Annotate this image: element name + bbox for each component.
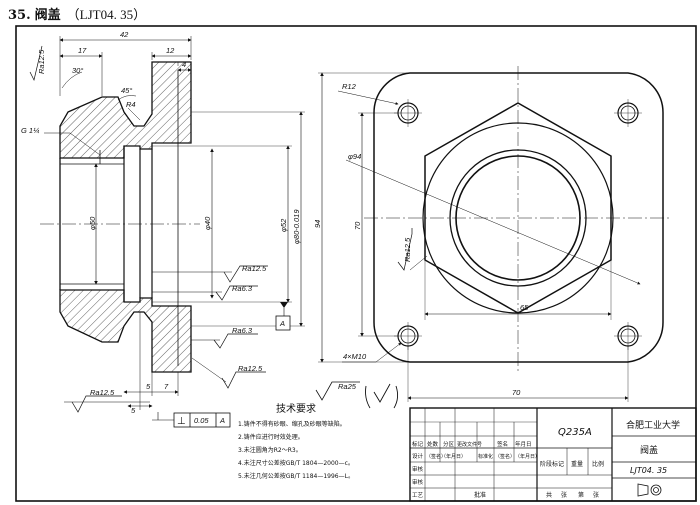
svg-text:Ra25: Ra25 — [338, 382, 357, 391]
roughness-bore-1: Ra12.5 — [152, 264, 268, 283]
end-view: R12 φ94 70 94 65 70 4×M10 Ra12.5 — [313, 66, 672, 402]
roughness-bore-2: Ra6.3 — [152, 284, 258, 301]
roughness-lower-left: Ra12.5 — [64, 388, 150, 413]
dim-dia94: φ94 — [348, 152, 361, 161]
tech-req-item-3: 3.未注圆角为R2～R3。 — [238, 446, 302, 454]
dim-70-horizontal: 70 — [512, 388, 521, 397]
drawing-title: 阀盖 — [34, 8, 61, 23]
drawing-number: LJT04. 35 — [630, 466, 667, 475]
tech-req-item-4: 4.未注尺寸公差按GB/T 1804—2000—c。 — [238, 459, 354, 467]
weight-label: 重量 — [571, 460, 583, 468]
dim-7: 7 — [164, 382, 169, 391]
svg-text:Ra12.5: Ra12.5 — [90, 388, 115, 397]
svg-text:A: A — [219, 416, 225, 425]
row-label-check: 审核 — [412, 465, 424, 473]
svg-text:0.05: 0.05 — [194, 416, 209, 425]
drawing-code: （LJT04. 35） — [66, 7, 147, 22]
head-cell-2: 分区 — [443, 440, 455, 448]
section-view: 42 17 12 4 30° 45° R4 G 1¼ φ50 φ40 φ52 φ… — [21, 30, 305, 428]
dim-42: 42 — [120, 30, 129, 39]
head-cell-5: 年月日 — [515, 440, 532, 448]
projection-symbol-icon — [637, 483, 662, 497]
angle-30: 30° — [72, 66, 83, 75]
drawing-header: 35.阀盖 （LJT04. 35） — [8, 4, 146, 23]
tech-req-item-1: 1.铸件不得有砂眼、缩孔及砂眼等缺陷。 — [238, 420, 346, 428]
dim-dia80: φ80-0.019 — [292, 209, 301, 244]
lower-section-wall — [59, 289, 192, 373]
sheet-index: 第 — [578, 491, 584, 499]
scale-label: 比例 — [592, 460, 604, 468]
row-label-design: 设计 — [412, 452, 424, 460]
design-cell-1: （签名） — [426, 453, 446, 460]
school-name: 合肥工业大学 — [626, 419, 680, 431]
design-cell-3: 标准化 — [478, 453, 493, 460]
head-cell-4: 签名 — [497, 440, 508, 448]
roughness-flange: Ra12.5 — [191, 357, 266, 389]
dim-4: 4 — [182, 60, 186, 69]
tech-req-item-2: 2.铸件应进行时效处理。 — [238, 433, 304, 441]
upper-section-wall — [59, 61, 192, 159]
svg-text:Ra12.5: Ra12.5 — [37, 49, 46, 74]
svg-text:Ra12.5: Ra12.5 — [238, 364, 263, 373]
design-cell-2: （年月日） — [441, 453, 466, 460]
row-label-mark: 标记 — [412, 440, 424, 448]
sheet-index-unit: 张 — [593, 491, 599, 499]
tech-req-heading: 技术要求 — [276, 402, 316, 415]
stage-label: 阶段标记 — [540, 460, 564, 468]
dim-5-lower: 5 — [131, 406, 136, 415]
dim-12: 12 — [166, 46, 175, 55]
tech-req-item-5: 5.未注几何公差按GB/T 1184—1996—L。 — [238, 472, 354, 480]
roughness-hex: Ra12.5 — [397, 228, 428, 271]
angle-45: 45° — [121, 86, 132, 95]
dim-dia40: φ40 — [203, 216, 212, 230]
svg-text:Ra12.5: Ra12.5 — [242, 264, 267, 273]
perpendicularity-frame: ⊥ 0.05 A — [152, 412, 231, 428]
svg-text:Ra12.5: Ra12.5 — [403, 237, 412, 262]
technical-requirements: 技术要求 1.铸件不得有砂眼、缩孔及砂眼等缺陷。 2.铸件应进行时效处理。 3.… — [238, 402, 354, 480]
approve-label: 批准 — [474, 491, 486, 499]
dim-70-vertical: 70 — [353, 221, 362, 230]
head-cell-1: 处数 — [427, 440, 439, 448]
dim-17: 17 — [78, 46, 87, 55]
radius-r12: R12 — [342, 82, 357, 91]
dim-94-vertical: 94 — [313, 220, 322, 228]
datum-a: A — [279, 319, 285, 328]
part-name: 阀盖 — [640, 444, 658, 456]
title-block: Q235A 合肥工业大学 阀盖 LJT04. 35 标记 设计 审核 审核 工艺… — [409, 407, 697, 502]
roughness-upper-left: Ra12.5 — [29, 45, 46, 82]
dim-65: 65 — [520, 303, 529, 312]
sheet-total: 共 — [546, 491, 552, 499]
exercise-number: 35. — [8, 8, 31, 23]
svg-text:Ra6.3: Ra6.3 — [232, 284, 253, 293]
dim-5-upper: 5 — [146, 382, 151, 391]
thread-callout: G 1¼ — [21, 126, 39, 135]
drawing-frame — [15, 25, 697, 502]
bolt-callout: 4×M10 — [343, 352, 367, 361]
dim-dia52: φ52 — [279, 218, 288, 232]
roughness-face: Ra6.3 — [191, 326, 258, 349]
design-cell-5: （年月日） — [515, 453, 540, 460]
material: Q235A — [558, 427, 592, 438]
sheet-total-unit: 张 — [561, 491, 567, 499]
row-label-process: 工艺 — [412, 492, 424, 499]
radius-r4: R4 — [126, 100, 136, 109]
design-cell-4: （签名） — [495, 453, 515, 460]
general-roughness: Ra25 — [315, 381, 399, 409]
row-label-review: 审核 — [412, 478, 424, 486]
head-cell-3: 更改文件号 — [457, 441, 482, 448]
svg-text:Ra6.3: Ra6.3 — [232, 326, 253, 335]
svg-text:⊥: ⊥ — [177, 416, 186, 427]
dim-dia50: φ50 — [88, 216, 97, 230]
